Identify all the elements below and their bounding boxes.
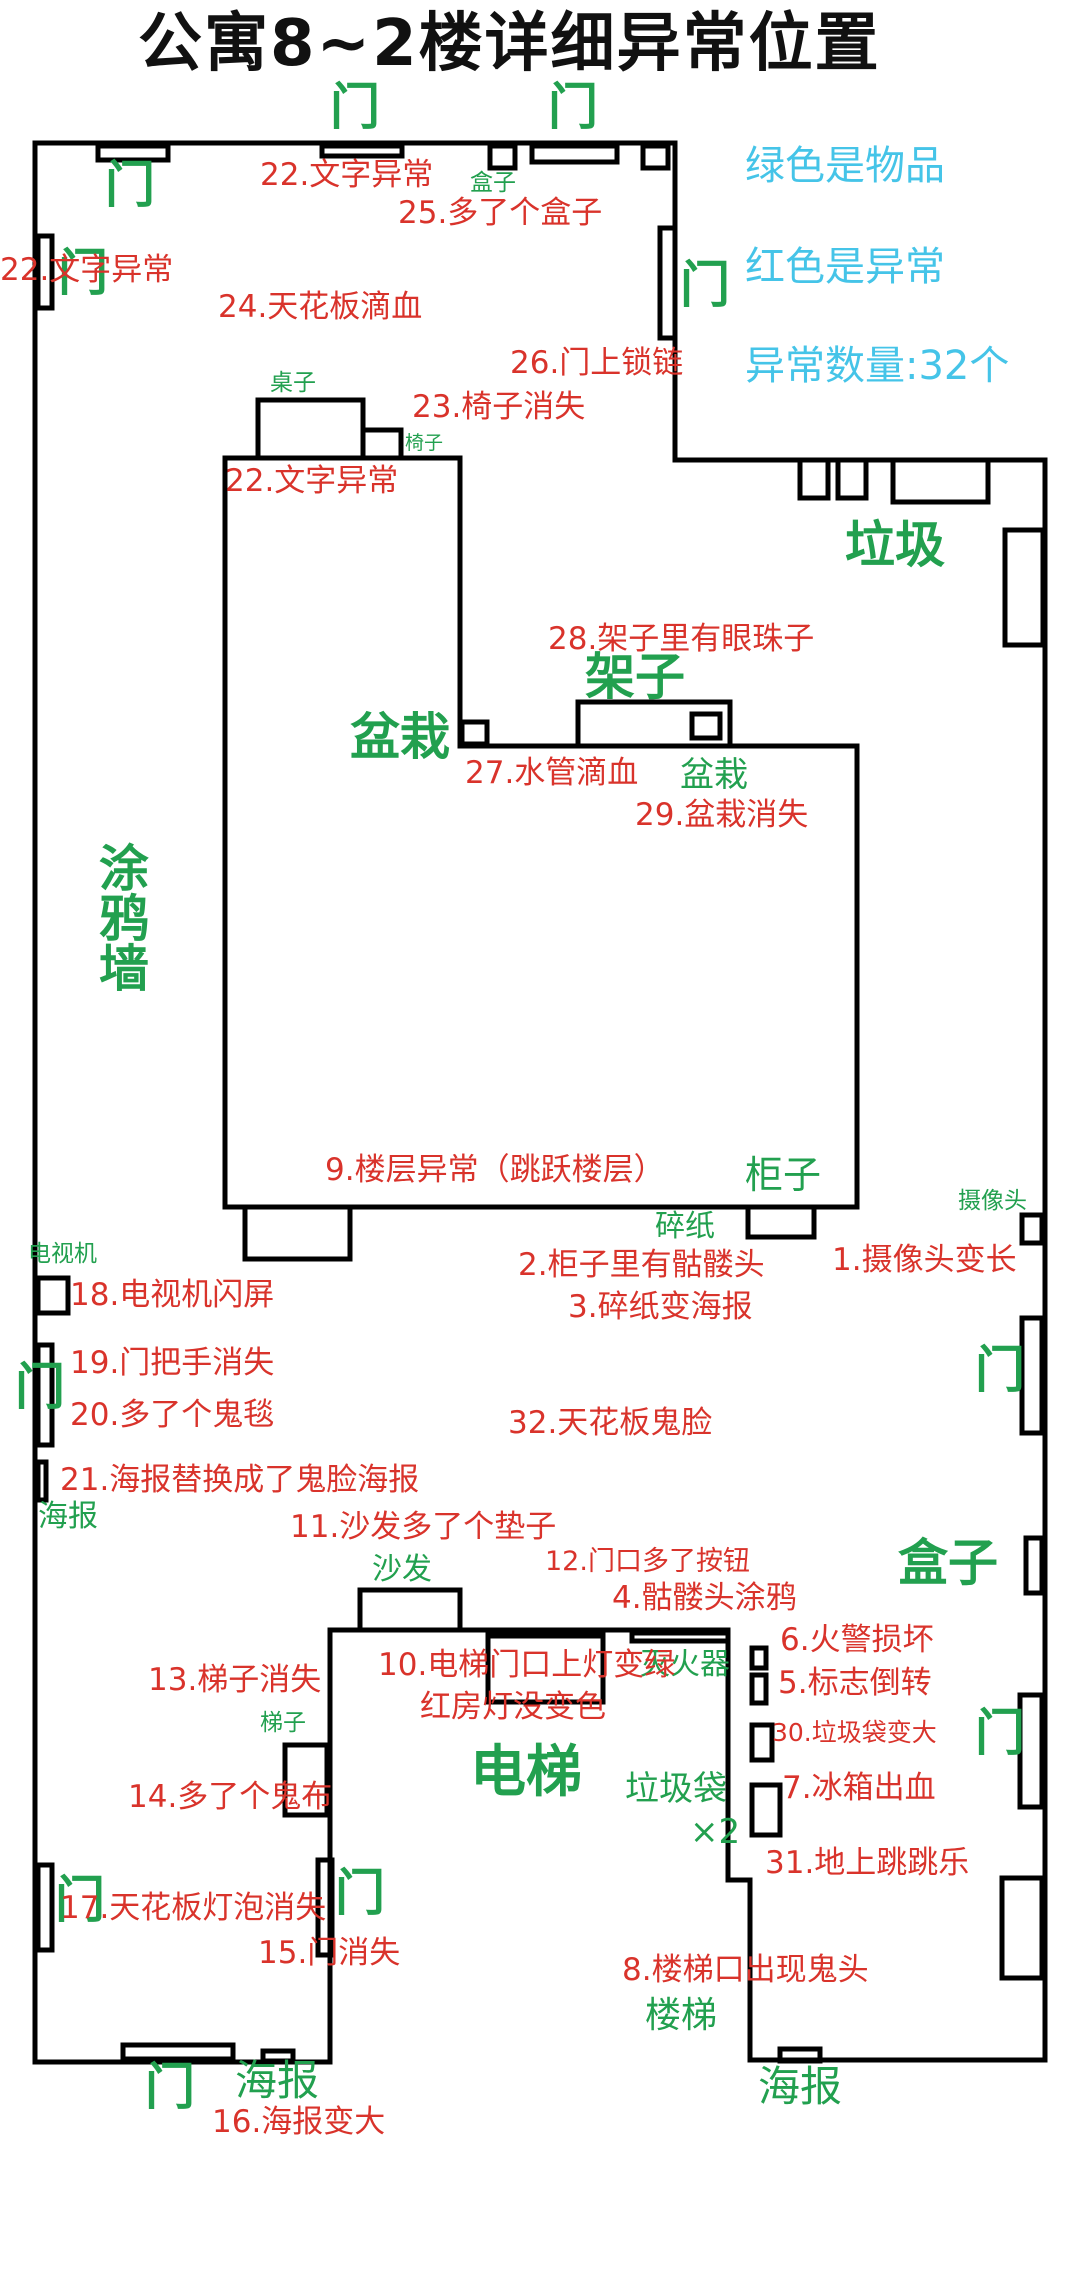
block-base-shape: [242, 1204, 353, 1262]
door-label-right-mid: 门: [975, 1341, 1025, 1399]
anomaly-25: 25.多了个盒子: [398, 195, 603, 231]
plant-shape: [459, 719, 490, 747]
anomaly-7: 7.冰箱出血: [782, 1770, 936, 1806]
sofa-label: 沙发: [372, 1552, 432, 1587]
anomaly-13: 13.梯子消失: [148, 1662, 322, 1698]
desk-shape: [255, 397, 366, 461]
anomaly-32: 32.天花板鬼脸: [508, 1405, 713, 1441]
page-title: 公寓8~2楼详细异常位置: [138, 7, 881, 81]
shelf-shape: [575, 699, 733, 749]
door-label-left-top: 门: [58, 244, 108, 302]
anomaly-21: 21.海报替换成了鬼脸海报: [60, 1462, 420, 1498]
legend-red-meaning: 红色是异常: [745, 244, 945, 290]
sofa-shape: [357, 1587, 463, 1633]
fire-extinguisher-label: 灭火器: [640, 1647, 730, 1682]
anomaly-9: 9.楼层异常（跳跃楼层）: [325, 1152, 665, 1188]
anomaly-26: 26.门上锁链: [510, 345, 684, 381]
shelf-label: 架子: [585, 648, 685, 706]
box-label-top: 盒子: [470, 170, 516, 196]
door-label-top-left: 门: [105, 156, 155, 214]
tv-label: 电视机: [28, 1241, 97, 1267]
desk-label: 桌子: [270, 370, 316, 396]
anomaly-22-top: 22.文字异常: [260, 157, 434, 193]
door-label-bottom: 门: [145, 2058, 195, 2116]
door-label-left-mid: 门: [15, 1358, 65, 1416]
elevator-label: 电梯: [470, 1740, 582, 1805]
anomaly-12: 12.门口多了按钮: [545, 1546, 750, 1577]
chair-label: 椅子: [405, 432, 444, 454]
anomaly-23: 23.椅子消失: [412, 389, 586, 425]
anomaly-6: 6.火警损坏: [780, 1622, 934, 1658]
anomaly-19: 19.门把手消失: [70, 1345, 275, 1381]
door-label-left-low: 门: [55, 1871, 105, 1929]
chair-shape: [360, 427, 404, 461]
anomaly-24: 24.天花板滴血: [218, 289, 423, 325]
poster-label-bottom-right: 海报: [758, 2062, 843, 2111]
elevator-shape: [485, 1629, 606, 1705]
shredded-paper-shape: [745, 1204, 817, 1240]
anomaly-31: 31.地上跳跳乐: [765, 1845, 970, 1881]
plant-label-right: 盆栽: [680, 755, 748, 795]
anomaly-18: 18.电视机闪屏: [70, 1277, 275, 1313]
anomaly-10-line2: 红房灯没变色: [420, 1689, 606, 1725]
graffiti-wall-label: 涂鸦墙: [91, 842, 149, 992]
stairs-label: 楼梯: [645, 1995, 718, 2036]
anomaly-10-line1: 10.电梯门口上灯变绿: [378, 1647, 676, 1683]
door-label-right-low: 门: [975, 1704, 1025, 1762]
anomaly-3: 3.碎纸变海报: [568, 1289, 753, 1325]
legend-green-meaning: 绿色是物品: [745, 143, 945, 189]
anomaly-4: 4.骷髅头涂鸦: [612, 1580, 797, 1616]
anomaly-17: 17.天花板灯泡消失: [60, 1890, 327, 1926]
trash-label: 垃圾: [845, 516, 945, 574]
door-label-top-2: 门: [548, 78, 598, 136]
anomaly-20: 20.多了个鬼毯: [70, 1397, 275, 1433]
anomaly-30: 30.垃圾袋变大: [772, 1718, 937, 1747]
door-label-inner-low: 门: [335, 1864, 385, 1922]
anomaly-15: 15.门消失: [258, 1935, 401, 1971]
anomaly-22-inner: 22.文字异常: [225, 463, 399, 499]
anomaly-27: 27.水管滴血: [465, 755, 639, 791]
door-label-top-1: 门: [330, 78, 380, 136]
camera-label: 摄像头: [958, 1188, 1027, 1214]
poster-label-bottom: 海报: [235, 2056, 320, 2105]
ladder-shape: [282, 1742, 330, 1818]
box-label-right: 盒子: [898, 1534, 998, 1592]
anomaly-29: 29.盆栽消失: [635, 797, 809, 833]
trash-bags-count: ×2: [690, 1812, 741, 1852]
plant-label-left: 盆栽: [350, 708, 450, 766]
anomaly-5: 5.标志倒转: [778, 1665, 932, 1701]
legend-anomaly-count: 异常数量:32个: [745, 343, 1010, 389]
anomaly-28: 28.架子里有眼珠子: [548, 621, 815, 657]
anomaly-2: 2.柜子里有骷髅头: [518, 1247, 765, 1283]
trash-bags-label: 垃圾袋: [625, 1769, 727, 1809]
inner-block: [222, 455, 860, 1210]
poster-label-left: 海报: [38, 1499, 98, 1534]
anomaly-16: 16.海报变大: [212, 2104, 386, 2140]
outer-walls: [32, 140, 1048, 2065]
shredded-paper-label: 碎纸: [655, 1209, 715, 1244]
anomaly-22-left: 22.文字异常: [0, 252, 174, 288]
anomaly-11: 11.沙发多了个垫子: [290, 1509, 557, 1545]
anomaly-1: 1.摄像头变长: [832, 1242, 1017, 1278]
anomaly-14: 14.多了个鬼布: [128, 1779, 333, 1815]
ladder-label: 梯子: [260, 1710, 306, 1736]
cabinet-label: 柜子: [745, 1153, 822, 1197]
anomaly-8: 8.楼梯口出现鬼头: [622, 1952, 869, 1988]
door-label-right-top: 门: [680, 256, 730, 314]
